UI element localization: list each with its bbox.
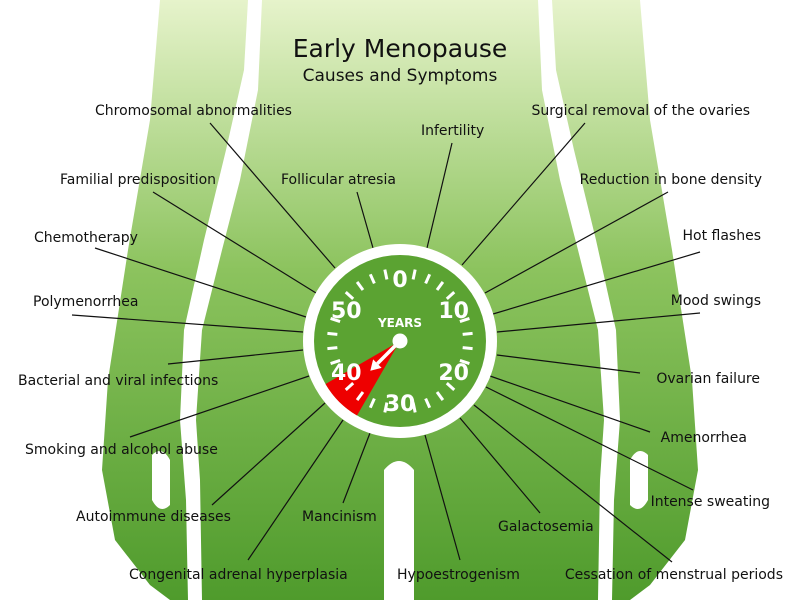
left-thumb-gap <box>152 451 170 509</box>
gauge-tick <box>445 382 456 391</box>
gauge-tick <box>344 291 355 300</box>
gauge-tick <box>368 397 376 409</box>
gauge-unit: YEARS <box>377 316 422 330</box>
label-cause: Autoimmune diseases <box>76 509 231 525</box>
gauge-numbers: 0 10 20 30 40 50 <box>331 268 469 417</box>
gauge-tick <box>445 291 456 300</box>
label-cause: Polymenorrhea <box>33 294 138 310</box>
gauge-tick <box>330 359 341 365</box>
label-symptom: Mood swings <box>671 293 761 309</box>
gauge-tick <box>462 346 473 351</box>
leader-lines <box>71 122 701 563</box>
leg-gap <box>384 461 414 600</box>
gauge-tick <box>344 382 355 391</box>
label-symptom: Galactosemia <box>498 519 594 535</box>
label-cause: Smoking and alcohol abuse <box>25 442 218 458</box>
gauge-number: 50 <box>331 299 362 324</box>
label-symptom: Hot flashes <box>682 228 761 244</box>
gauge-number: 0 <box>392 268 407 293</box>
label-symptom: Intense sweating <box>651 494 770 510</box>
label-cause: Congenital adrenal hyperplasia <box>129 567 348 583</box>
gauge-number: 10 <box>438 299 469 324</box>
label-cause: Familial predisposition <box>60 172 216 188</box>
gauge-number: 40 <box>331 361 362 386</box>
label-symptom: Surgical removal of the ovaries <box>532 103 750 119</box>
left-arm-gap <box>180 0 262 600</box>
gauge-tick <box>383 269 389 280</box>
gauge-tick <box>327 346 338 351</box>
gauge-tick <box>411 269 417 280</box>
gauge-tick <box>462 331 473 336</box>
gauge-tick <box>330 317 341 323</box>
label-cause: Bacterial and viral infections <box>18 373 218 389</box>
label-symptom: Hypoestrogenism <box>397 567 520 583</box>
right-arm-gap <box>538 0 620 600</box>
label-cause: Chemotherapy <box>34 230 138 246</box>
age-gauge: 0 10 20 30 40 50 YEARS <box>303 244 497 438</box>
gauge-tick <box>435 281 445 291</box>
gauge-tick <box>383 402 389 413</box>
label-cause: Mancinism <box>302 509 377 525</box>
gauge-tick <box>411 402 417 413</box>
gauge-hub <box>392 333 408 349</box>
symptoms: Infertility Surgical removal of the ovar… <box>397 103 783 583</box>
label-symptom: Amenorrhea <box>661 430 747 446</box>
subtitle: Causes and Symptoms <box>303 66 498 86</box>
needle-arrowhead <box>370 359 382 371</box>
label-symptom: Infertility <box>421 123 484 139</box>
gauge-number: 30 <box>385 392 416 417</box>
gauge-tick <box>424 273 432 285</box>
title: Early Menopause <box>293 34 508 63</box>
gauge-tick <box>368 273 376 285</box>
label-symptom: Reduction in bone density <box>580 172 762 188</box>
gauge-tick <box>459 359 470 365</box>
gauge-ticks <box>327 269 473 413</box>
gauge-tick <box>424 397 432 409</box>
causes: Chromosomal abnormalities Familial predi… <box>18 103 396 583</box>
gauge-tick <box>355 281 365 291</box>
label-cause: Chromosomal abnormalities <box>95 103 292 119</box>
gauge-number: 20 <box>438 361 469 386</box>
gauge-tick <box>355 391 365 401</box>
label-symptom: Ovarian failure <box>656 371 760 387</box>
gauge-tick <box>327 331 338 336</box>
gauge-tick <box>459 317 470 323</box>
gauge-tick <box>435 391 445 401</box>
label-symptom: Cessation of menstrual periods <box>565 567 783 583</box>
label-cause: Follicular atresia <box>281 172 396 188</box>
